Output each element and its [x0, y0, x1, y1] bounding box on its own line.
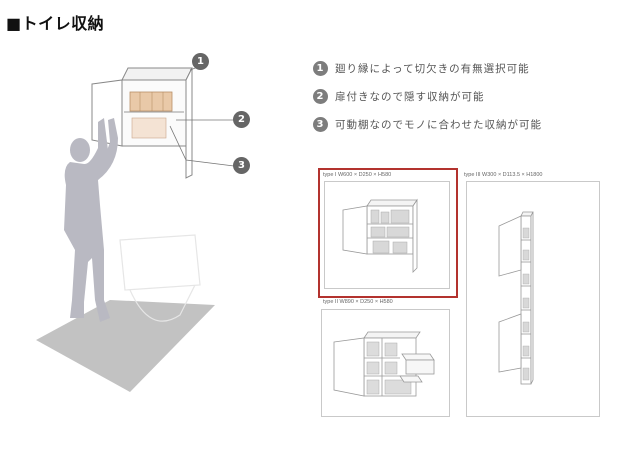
type-i-caption: type I W600 × D250 × H580 — [323, 172, 391, 178]
feature-3: 3 可動棚なのでモノに合わせた収納が可能 — [313, 115, 542, 133]
type-i-panel — [324, 181, 450, 289]
type-dimensions: W890 × D250 × H580 — [339, 299, 393, 305]
type-ii-drawing — [333, 331, 435, 397]
section-title: ■トイレ収納 — [6, 14, 105, 33]
type-dimensions: W300 × D113.5 × H1800 — [482, 172, 543, 178]
type-label: type II — [323, 299, 338, 305]
type-ii-panel — [321, 309, 450, 417]
person-silhouette — [64, 118, 118, 322]
type-iii-panel — [466, 181, 600, 417]
feature-text: 可動棚なのでモノに合わせた収納が可能 — [335, 118, 542, 131]
cabinet-door-right — [185, 67, 193, 179]
toilet-storage-illustration — [36, 66, 235, 392]
feature-number: 1 — [313, 60, 328, 76]
feature-number: 3 — [313, 116, 328, 132]
callout-3: 3 — [233, 157, 250, 174]
feature-2: 2 扉付きなので隠す収納が可能 — [313, 87, 485, 105]
type-i-drawing — [342, 198, 418, 273]
toilet-outline — [119, 234, 201, 322]
floor-shadow — [36, 300, 215, 392]
stored-items — [131, 117, 167, 139]
type-iii-caption: type III W300 × D113.5 × H1800 — [464, 172, 543, 178]
type-label: type III — [464, 172, 481, 178]
feature-1: 1 廻り縁によって切欠きの有無選択可能 — [313, 59, 530, 77]
feature-number: 2 — [313, 88, 328, 104]
callout-1: 1 — [192, 53, 209, 70]
callout-2: 2 — [233, 111, 250, 128]
type-ii-caption: type II W890 × D250 × H580 — [323, 299, 393, 305]
feature-text: 廻り縁によって切欠きの有無選択可能 — [335, 62, 530, 75]
type-iii-drawing — [498, 211, 534, 385]
type-i-highlight — [318, 168, 458, 298]
feature-text: 扉付きなので隠す収納が可能 — [335, 90, 485, 103]
stored-boxes — [129, 91, 173, 112]
type-dimensions: W600 × D250 × H580 — [337, 172, 392, 178]
type-label: type I — [323, 172, 337, 178]
